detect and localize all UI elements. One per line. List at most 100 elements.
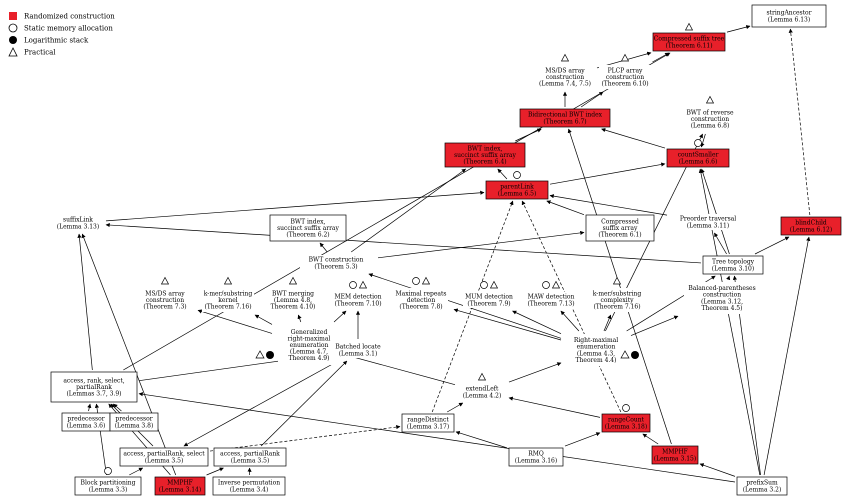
node-label-line: MUM detection xyxy=(465,294,513,301)
triangle-icon xyxy=(612,276,622,285)
triangle-icon xyxy=(160,276,170,285)
node-countSmaller: countSmaller(Lemma 6.6) xyxy=(666,139,730,168)
node-label-line: predecessor xyxy=(67,416,104,423)
node-label-line: (Theorem 7.10) xyxy=(334,300,381,307)
edge-comp_sa-to-parentLink xyxy=(546,200,585,216)
node-label-line: (Theorem 6.7) xyxy=(543,118,586,125)
node-label-line: BWT merging xyxy=(272,290,314,297)
node-bg xyxy=(525,292,577,308)
node-label-line: Inverse permutation xyxy=(218,480,280,487)
node-bg xyxy=(590,288,644,312)
open-circle-icon xyxy=(412,277,420,285)
node-access_rank_select_37: access, rank, select,partialRank(Lemmas … xyxy=(50,371,138,403)
node-label-line: Batched locate xyxy=(335,344,381,351)
open-circle-icon xyxy=(694,139,702,147)
node-bg xyxy=(202,288,254,312)
triangle-icon xyxy=(8,47,18,57)
node-label-line: Compressed xyxy=(601,218,639,225)
node-label-line: (Lemma 3.16) xyxy=(515,457,557,464)
edge-rightmax_enum-to-kmer_complexity xyxy=(603,314,612,332)
node-label-line: (Lemma 4.8, xyxy=(274,297,312,304)
edge-access_rank_select_37-to-cst xyxy=(123,52,671,371)
edge-extendLeft-to-rightmax_enum xyxy=(508,362,562,383)
node-label-line: (Theorem 7.13) xyxy=(527,300,574,307)
node-maw_detection: MAW detection(Theorem 7.13) xyxy=(525,280,577,308)
node-rangeCount: rangeCount(Lemma 3.18) xyxy=(601,404,651,433)
node-label-line: BWT construction xyxy=(309,257,364,264)
open-circle-icon xyxy=(622,404,630,412)
legend-label: Randomized construction xyxy=(24,13,115,21)
edge-access_partialRank-to-batched_locate xyxy=(260,360,348,447)
edge-batched_locate-to-access_rank_select_35 xyxy=(183,360,339,447)
node-bwt_index_62: BWT index,succinct suffix array(Theorem … xyxy=(269,214,347,242)
node-label-line: suffixLink xyxy=(63,217,93,224)
open-circle-icon xyxy=(104,467,112,475)
edge-access_rank_select_35-to-rangeDistinct xyxy=(209,425,401,452)
node-label-line: rangeDistinct xyxy=(407,417,449,424)
node-cst: Compressed suffix tree(Theorem 6.11) xyxy=(652,22,726,52)
node-label-line: stringAncestor xyxy=(766,10,811,17)
node-predecessor_38: predecessor(Lemma 3.8) xyxy=(109,412,159,432)
node-label-line: BWT of reverse xyxy=(686,109,734,116)
triangle-icon xyxy=(489,280,499,289)
node-rangeDistinct: rangeDistinct(Lemma 3.17) xyxy=(401,413,455,433)
edge-prefixSum-to-access_rank_select_37 xyxy=(138,392,736,483)
node-box xyxy=(50,371,138,403)
node-label-line: kernel xyxy=(218,297,237,304)
node-bg xyxy=(332,342,384,358)
node-label-line: blindChild xyxy=(795,220,827,227)
edge-preorder-to-parentLink xyxy=(549,194,668,216)
node-label-line: (Lemma 6.8) xyxy=(691,123,730,130)
legend-item-static: Static memory allocation xyxy=(8,23,113,33)
node-mmphf_314: MMPHF(Lemma 3.14) xyxy=(154,476,206,496)
node-label-line: Tree topology xyxy=(712,259,755,266)
node-bg xyxy=(278,325,340,365)
node-label-line: MS/DS array xyxy=(145,290,185,297)
node-gen_rightmax: Generalizedright-maximalenumeration(Lemm… xyxy=(278,325,340,365)
node-label-line: construction xyxy=(606,74,644,81)
triangle-icon xyxy=(358,280,368,289)
node-box xyxy=(119,447,209,467)
node-mmphf_315: MMPHF(Lemma 3.15) xyxy=(651,445,699,465)
triangle-icon xyxy=(551,280,561,289)
legend-label: Static memory allocation xyxy=(24,25,113,33)
node-label-line: (Theorem 7.16) xyxy=(593,304,640,311)
node-bg xyxy=(332,292,384,308)
node-label-line: (Lemmas 3.7, 3.9) xyxy=(66,391,121,398)
filled-circle-icon xyxy=(9,36,17,44)
node-label-line: (Lemma 7.4, 7.5) xyxy=(539,81,591,88)
edge-rangeCount-to-extendLeft xyxy=(508,396,601,418)
edge-blindChild-to-stringAncestor xyxy=(788,28,811,216)
node-label-line: detection xyxy=(407,297,436,304)
edge-bwt_reverse-to-countSmaller xyxy=(700,133,706,148)
node-label-line: (Lemma 3.1) xyxy=(339,350,378,357)
node-label-line: MMPHF xyxy=(167,480,193,487)
triangle-icon xyxy=(421,276,431,285)
open-circle-icon xyxy=(8,23,18,33)
node-label-line: (Lemma 3.13) xyxy=(57,223,99,230)
edge-prefixSum-to-mmphf_315 xyxy=(699,463,736,477)
edge-rightmax_enum-to-maw_detection xyxy=(560,310,580,332)
node-predecessor_36: predecessor(Lemma 3.6) xyxy=(61,412,111,432)
triangle-icon xyxy=(684,22,694,31)
edge-tree_topology-to-suffixLink xyxy=(105,222,702,264)
node-label-line: k-mer/substring xyxy=(204,290,253,297)
edge-mmphf_315-to-bidir_bwt xyxy=(567,128,672,445)
node-label-line: parentLink xyxy=(500,184,534,191)
node-bg xyxy=(684,282,760,314)
node-stringAncestor: stringAncestor(Lemma 6.13) xyxy=(751,4,827,28)
edge-mmphf_314-to-suffixLink xyxy=(81,233,177,476)
node-label-line: (Theorem 7.9) xyxy=(467,300,510,307)
node-label-line: (Lemma 3.15) xyxy=(654,455,696,462)
node-label-line: (Lemma 4.2) xyxy=(463,392,502,399)
node-label-line: (Lemma 3.6) xyxy=(67,422,106,429)
edges xyxy=(77,25,811,483)
edge-rmq-to-rangeCount xyxy=(564,432,601,447)
node-label-line: (Lemma 3.10) xyxy=(712,265,754,272)
triangle-icon xyxy=(477,372,487,381)
